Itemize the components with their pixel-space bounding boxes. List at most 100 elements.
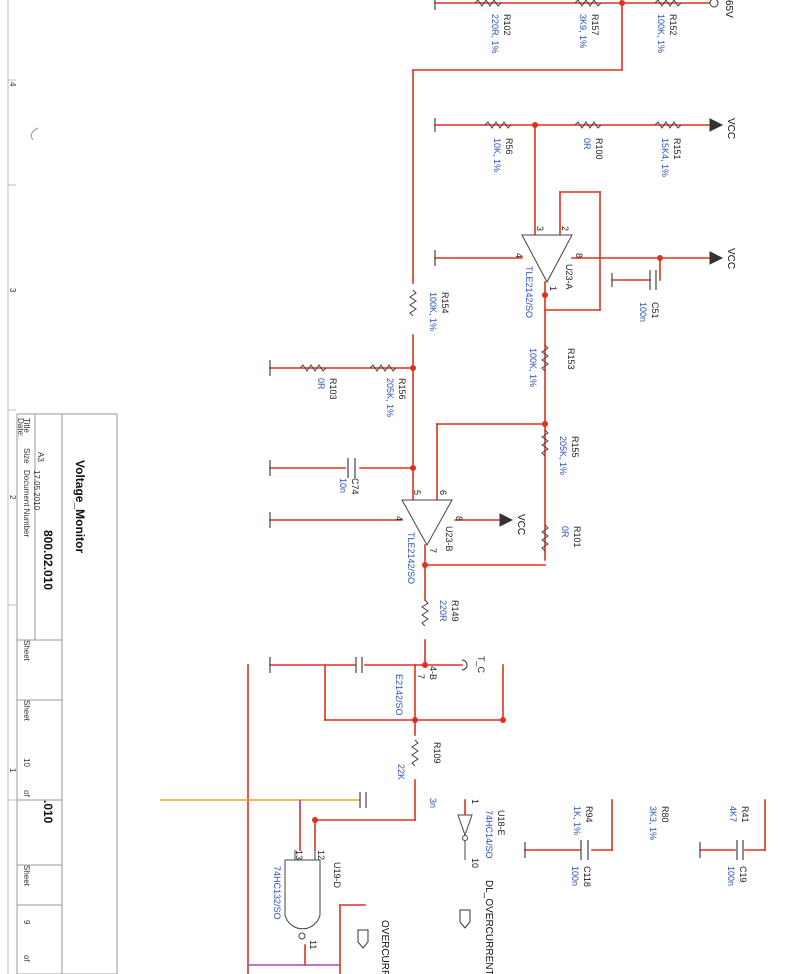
net-vcc-1: VCC [725,118,736,139]
r103-ref: R103 [328,378,338,400]
r41-value: 4K7 [728,806,738,822]
docnum-fragment: .010 [41,800,55,824]
tc-hook-icon [461,659,468,671]
r149-value: 220R [438,600,448,622]
u23a-pin1: 1 [548,286,558,291]
wires-alt [160,799,360,966]
r153-value: 100K, 1% [528,348,538,387]
ruler-mark: 2 [8,495,17,500]
of-label: of [22,790,31,797]
c118-ref: C118 [582,866,592,887]
drawing-title: Voltage_Monitor [73,460,87,553]
r102-symbol [474,0,502,7]
vcc-arrow-icon [709,251,724,265]
u23b-pin6: 6 [438,490,448,495]
net-65v: 65V [723,0,734,18]
date-value: 17.05.2010 [32,470,41,511]
partial-pin7: 7 [416,674,426,679]
sheet-label-2: Sheet [22,865,31,887]
r152-ref: R152 [668,14,678,36]
u18e-part: 74HC14/SO [484,810,494,859]
partial-part: E2142/SO [394,674,404,716]
c51-value: 100n [638,302,648,322]
u23a-pin4: 4 [514,253,524,258]
r80-ref: R80 [660,806,670,823]
u19d-pin13: 13 [294,850,304,860]
op-amp-u23b [401,499,453,547]
u23b-ref: U23-B [444,526,454,552]
r100-ref: R100 [594,138,604,160]
u19d-part: 74HC132/SO [272,866,282,920]
r109-ref: R109 [432,742,442,764]
sheet-label: Sheet [22,700,31,722]
labels: 65V R102 220R, 1% R157 3K9, 1% R152 100K… [272,0,750,974]
vcc-arrow-icon [709,118,724,132]
c19-ref: C19 [738,866,748,883]
u19d-pin12: 12 [316,850,326,860]
u23b-pin8: 8 [454,516,464,521]
u19d-pin11: 11 [308,940,318,949]
c19-value: 100n [726,866,736,886]
c74-ref: C74 [350,478,360,495]
u23b-pin5: 5 [412,490,422,495]
r100-symbol [574,121,602,129]
ground-stubs [269,0,701,858]
ruler-mark: 3 [8,288,17,293]
u23a-pin8: 8 [574,253,584,258]
docnum-label: Document Number [22,470,31,537]
r103-value: 0R [316,378,326,390]
r152-value: 100K, 1% [656,14,666,53]
r154-symbol [409,289,417,317]
r156-value: 205K, 1% [385,378,395,417]
c74-value: 10n [338,478,348,493]
sheet-number-2: 9 [22,920,31,925]
r155-symbol [541,429,549,457]
r153-ref: R153 [566,348,576,370]
r103-symbol [299,364,327,372]
size-label: Size [22,448,31,464]
u23b-part: TLE2142/SO [406,532,416,584]
u23a-pin3: 3 [535,226,545,231]
r155-ref: R155 [570,436,580,458]
of-label-2: of [22,955,31,962]
r151-symbol [654,121,682,129]
r101-value: 0R [560,526,570,538]
r151-value: 15K4, 1% [660,138,670,177]
r109-symbol [411,739,419,767]
r154-value: 100K, 1% [428,292,438,331]
r102-ref: R102 [502,14,512,36]
offpage-overcurrent-icon [357,929,369,949]
r56-symbol [484,121,512,129]
capacitors [347,270,744,860]
document-number: 800.02.010 [41,530,55,590]
ruler-mark: 1 [8,768,17,773]
vcc-arrow-icon [499,513,514,527]
connector-65v [709,0,719,8]
r153-symbol [541,344,549,372]
r155-value: 205K, 1% [558,436,568,475]
r56-ref: R56 [504,138,514,155]
size-value: A3 [36,452,45,462]
date-label: Date: [16,418,25,437]
r154-ref: R154 [440,292,450,314]
u23b-pin7: 7 [428,548,438,553]
c118-value: 100n [570,866,580,886]
resistors [299,0,682,767]
u23b-pin4: 4 [394,516,404,521]
sheet-border [7,0,39,974]
net-dl-overcurrent: DL_OVERCURRENT [483,880,494,974]
sheet-label: Sheet [22,640,31,662]
op-amp-u23a [521,234,573,284]
net-symbols [357,0,724,949]
r157-ref: R157 [590,14,600,36]
net-tc: T_C [476,656,486,674]
sheet-number: 10 [22,758,31,767]
u23a-part: TLE2142/SO [524,266,534,318]
u23a-ref: U23-A [564,264,574,290]
buffer-u18e [457,814,473,860]
offpage-dl-overcurrent-icon [459,909,471,929]
r109-extra: 3n [428,798,438,808]
u19d-ref: U19-D [332,862,342,889]
net-vcc-2: VCC [725,248,736,269]
